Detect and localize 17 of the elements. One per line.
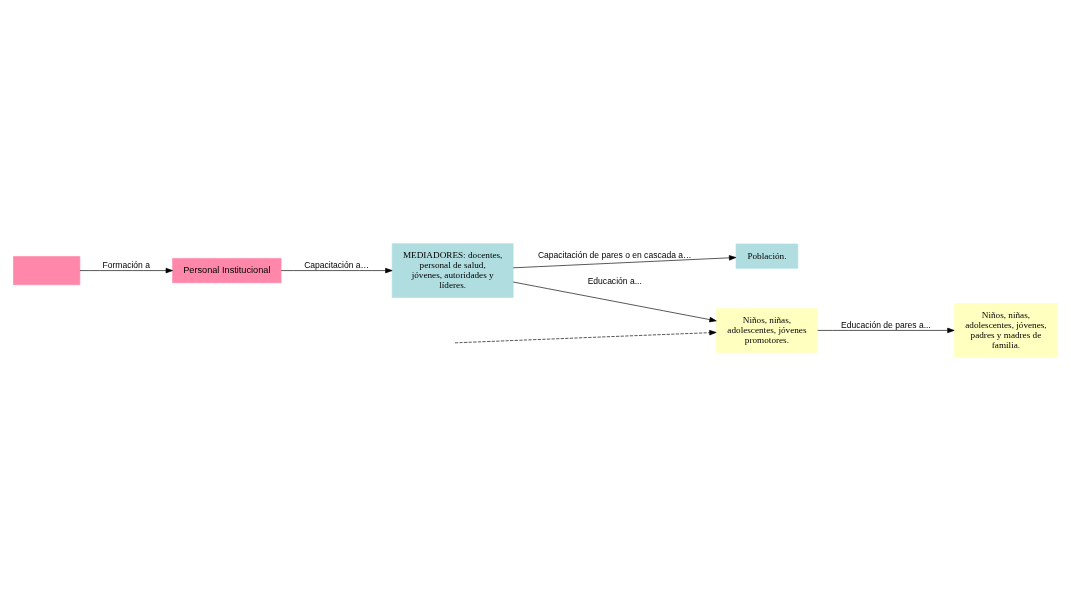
arrow <box>512 255 737 269</box>
node-box: Niños, niñas, adolescentes, jóvenes promotores. <box>715 308 818 353</box>
node-box: MEDIADORES: docentes, personal de salud, jóvenes, autoridades y líderes. <box>391 243 514 298</box>
edge-label: Formación a <box>102 260 150 271</box>
node-box: Niños, niñas, adolescentes, jóvenes, padres y madres de familia. <box>953 303 1058 358</box>
arrow <box>454 330 717 344</box>
edge-label: Educación a... <box>587 276 642 286</box>
edge-label: Capacitación de pares o en cascada a… <box>537 249 692 260</box>
node-box: Personal Institucional <box>172 258 282 284</box>
node-box: Población. <box>735 243 799 269</box>
node-box <box>13 256 81 286</box>
arrow <box>280 267 393 274</box>
arrow <box>512 281 717 323</box>
arrow <box>79 267 173 274</box>
edge-label: Capacitación a… <box>304 260 370 271</box>
edge-label: Educación de pares a... <box>841 320 931 331</box>
arrow <box>817 327 955 334</box>
